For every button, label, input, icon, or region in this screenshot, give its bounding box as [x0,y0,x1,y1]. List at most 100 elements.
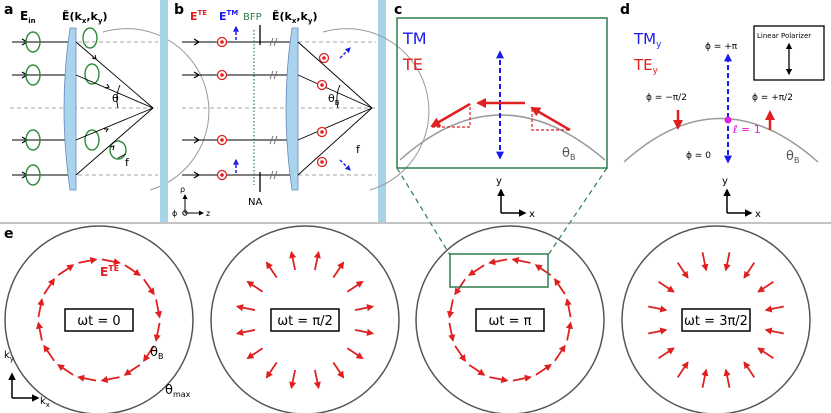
xy-axes-c [497,188,527,217]
te-vector-arrow [658,347,675,360]
panel-d: d TMy TEy Linear Polarizer ϕ = +π ϕ = −π… [620,2,825,220]
te-vector-arrow [757,280,774,293]
dashed-guides-b [182,41,376,176]
te-arrow-left-c [430,102,471,128]
te-vector-arrow [124,264,141,276]
te-vector-arrow [143,278,155,296]
circular-polarization-icons [25,27,127,186]
te-ring-3: ωt = 3π/2 [621,225,811,413]
ell-label: ℓ = 1 [732,123,761,136]
te-vector-arrow [743,361,756,378]
te-vector-arrow [743,262,756,279]
focal-sphere-a [102,28,210,191]
te-vector-arrow [554,278,566,295]
time-label-3: ωt = 3π/2 [684,314,748,329]
te-vector-arrow [764,327,784,335]
ete-label-b: ETE [190,9,207,23]
te-vector-arrow [448,322,456,342]
dashed-guides-a [10,41,158,176]
te-vector-arrow [57,364,74,376]
bfp-label: BFP [243,12,262,23]
xy-axes-d [723,188,753,217]
time-label-box [681,308,751,332]
focus-rays-b [297,41,373,176]
panel-e-letter: e [4,226,14,242]
tm-label-c: TM [402,29,427,48]
panel-a: a Ein Ẽ(kx,ky) [4,2,210,191]
te-vector-arrow [35,321,44,341]
te-ring-0: ωt = 0 [4,225,194,413]
theta-label-a: θ [112,92,119,105]
te-vector-arrow [235,304,256,312]
tm-arrows-focus-b [339,47,351,171]
te-vector-arrow [648,327,668,335]
te-ring-1: ωt = π/2 [210,225,400,413]
theta-max-label-e: θmax [165,383,191,399]
singularity-point [724,116,732,124]
objective-lens-a [63,27,77,191]
te-vector-arrow [101,258,121,266]
input-ray-arrowheads [21,38,29,179]
te-vector-arrow [488,258,508,266]
panel-b-letter: b [174,2,184,18]
time-label-0: ωt = 0 [77,314,120,329]
te-ring-2: ωt = π [415,225,605,413]
te-vector-arrow [489,375,509,384]
te-vector-arrow [43,344,55,362]
te-vector-arrow [100,375,120,384]
theta-b-label-c: θB [562,146,575,162]
te-vector-arrow [289,369,297,390]
time-label-1: ωt = π/2 [277,314,333,329]
theta-arc-b [336,84,341,109]
x-label-d: x [755,209,761,220]
phi-label: ϕ [172,209,177,218]
kx-label: kx [40,396,50,409]
panel-c-letter: c [394,2,402,18]
rho-label: ρ [180,185,185,194]
te-vector-arrow [37,298,45,318]
phi-pi-label: ϕ = +π [705,42,738,52]
etm-label-b: ETM [219,9,238,23]
f-label-b: f [356,143,361,156]
zoom-region-e [449,253,549,288]
time-label-2: ωt = π [489,314,532,329]
objective-lens-b [285,27,299,191]
te-vector-arrow [332,261,345,279]
te-arrow-right-c [530,106,571,132]
ky-label: ky [4,350,14,363]
focal-sphere-b [322,28,430,191]
te-vector-arrow [658,280,675,293]
te-vector-arrow [723,252,731,272]
te-vector-arrow [354,304,375,312]
te-vector-arrow [446,299,455,319]
panel-b: b ETE ETM BFP Ẽ(kx,ky) [172,2,430,218]
panel-c: c TM TE θB y x [394,2,608,220]
te-vector-arrow [565,321,574,341]
te-markers-focus-b [316,52,330,168]
f-label-a: f [125,156,130,169]
te-vector-arrow [154,299,163,319]
te-vector-arrow [313,369,321,390]
te-vector-arrow [468,364,486,376]
te-out-of-plane-markers-b [216,36,228,181]
te-vector-arrow [313,250,321,271]
theta-max-circle [621,225,811,413]
theta-b-label-d: θB [786,149,799,165]
theta-max-circle [415,225,605,413]
time-label-box [64,308,134,332]
input-rays-b [182,41,292,176]
theta-max-circle [4,225,194,413]
phi-minus-pi-half-label: ϕ = −π/2 [646,93,687,103]
k-axes-e [8,372,40,402]
coverslip-strip-1 [160,0,168,222]
theta-b-label-b: θB [328,92,340,107]
e-tilde-label: Ẽ(kx,ky) [62,10,107,25]
te-vector-arrow [554,344,566,362]
te-vector-arrow [535,364,552,376]
te-vector-arrow [246,280,264,293]
e-in-label: Ein [20,9,36,25]
theta-max-circle [210,225,400,413]
broken-axis-marks [269,37,278,180]
